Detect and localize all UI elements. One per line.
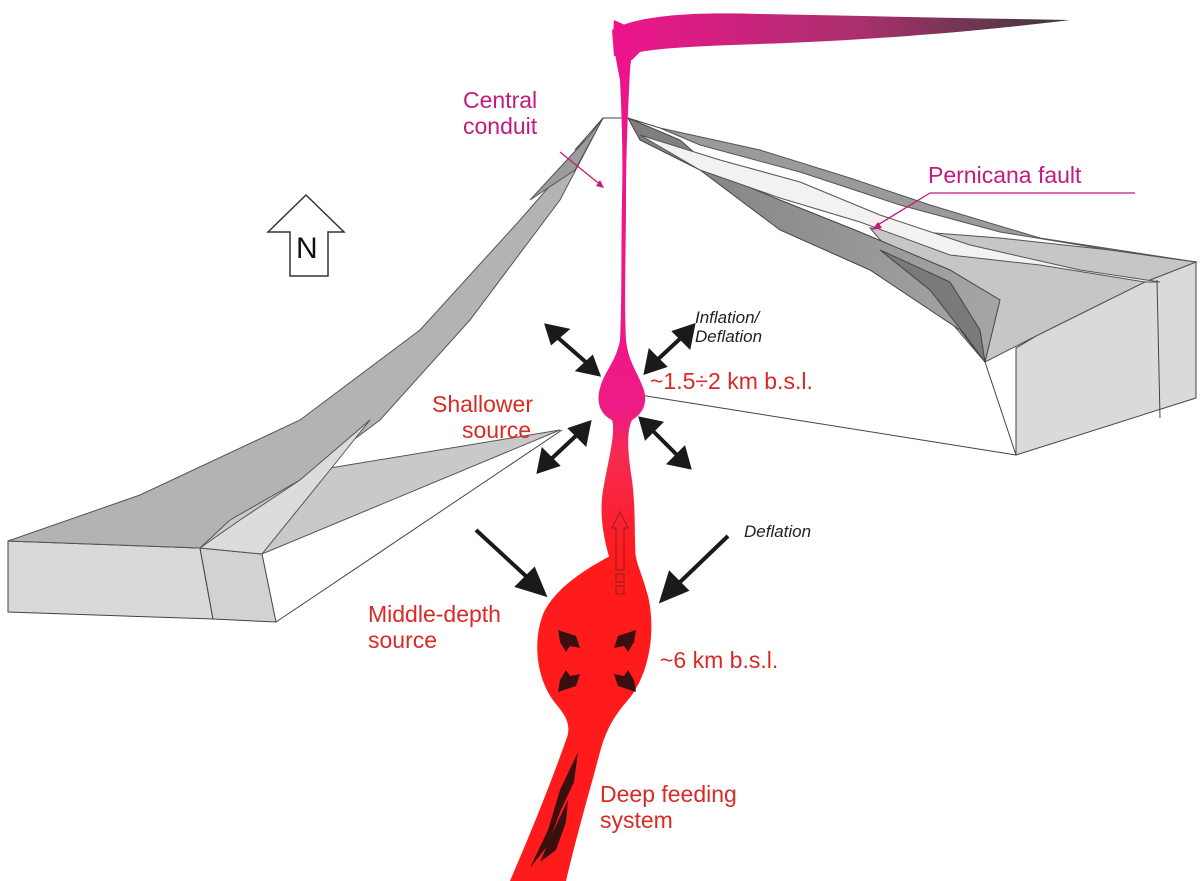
middle-depth-source-label-line2: source <box>368 626 438 653</box>
inflation-deflation-label-line2: Deflation <box>695 327 763 347</box>
shallow-depth-label: ~1.5÷2 km b.s.l. <box>650 368 813 394</box>
deep-feeding-system-label-line2: system <box>600 806 673 833</box>
middle-depth-source-label: Middle-depth source <box>368 601 501 654</box>
inflation-deflation-label-line1: Inflation/ <box>695 308 760 327</box>
middle-depth-chamber <box>510 556 652 881</box>
central-conduit-label-line2: conduit <box>463 112 538 139</box>
pernicana-fault-label: Pernicana fault <box>928 162 1082 188</box>
volcanic-plume <box>612 13 1070 60</box>
inflation-deflation-label: Inflation/ Deflation <box>695 308 762 346</box>
left-fault-block <box>7 117 604 623</box>
north-arrow-icon <box>266 193 346 277</box>
central-conduit <box>598 20 646 560</box>
deflation-label: Deflation <box>744 522 812 541</box>
deep-feeding-system-label-line1: Deep feeding <box>600 781 737 807</box>
shallower-source-label-line1: Shallower <box>432 391 533 417</box>
deep-feeder-arrows <box>530 752 578 868</box>
chamber-inward-arrows <box>558 630 636 692</box>
middle-depth-source-label-line1: Middle-depth <box>368 601 501 627</box>
north-arrow-letter: N <box>296 232 318 265</box>
shallower-source-label-line2: source <box>462 416 532 443</box>
deep-feeding-system-label: Deep feeding system <box>600 781 737 834</box>
central-conduit-label-line1: Central <box>463 87 538 113</box>
upward-flow-arrow-icon <box>611 510 629 595</box>
right-fault-block <box>626 116 1198 456</box>
deflation-arrows <box>474 528 730 604</box>
inflation-deflation-arrows <box>536 323 696 474</box>
middle-depth-label: ~6 km b.s.l. <box>660 647 779 673</box>
shallower-source-label: Shallower source <box>432 391 533 444</box>
block-outline-lines <box>275 394 1017 623</box>
summit-outline <box>574 117 661 151</box>
label-leader-lines <box>559 151 1135 230</box>
central-conduit-label: Central conduit <box>463 87 538 140</box>
